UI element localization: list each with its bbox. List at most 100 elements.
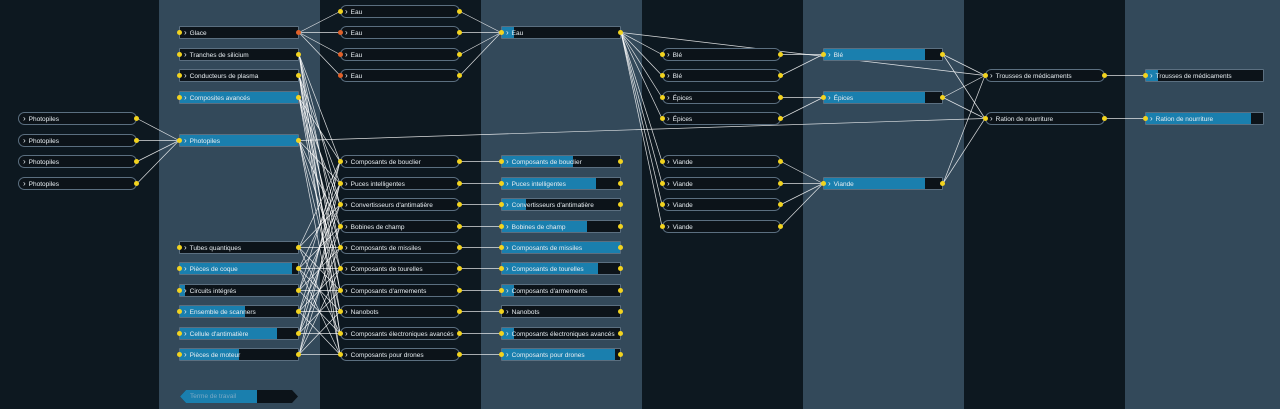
- input-connector[interactable]: [338, 202, 343, 207]
- input-connector[interactable]: [499, 202, 504, 207]
- output-connector[interactable]: [618, 202, 623, 207]
- input-connector[interactable]: [177, 245, 182, 250]
- input-connector[interactable]: [338, 30, 343, 35]
- output-connector[interactable]: [457, 352, 462, 357]
- recipe-node[interactable]: Bobines de champ: [340, 220, 460, 233]
- recipe-node[interactable]: Trousses de médicaments: [1145, 69, 1264, 82]
- input-connector[interactable]: [660, 202, 665, 207]
- input-connector[interactable]: [177, 266, 182, 271]
- recipe-node[interactable]: Trousses de médicaments: [985, 69, 1105, 82]
- recipe-node[interactable]: Bobines de champ: [501, 220, 621, 233]
- recipe-node[interactable]: Viande: [662, 155, 781, 168]
- recipe-node[interactable]: Conducteurs de plasma: [179, 69, 299, 82]
- input-connector[interactable]: [338, 288, 343, 293]
- output-connector[interactable]: [618, 224, 623, 229]
- output-connector[interactable]: [618, 352, 623, 357]
- recipe-node[interactable]: Tranches de silicium: [179, 48, 299, 61]
- input-connector[interactable]: [177, 30, 182, 35]
- recipe-node[interactable]: Viande: [662, 220, 781, 233]
- output-connector[interactable]: [457, 309, 462, 314]
- output-connector[interactable]: [457, 52, 462, 57]
- output-connector[interactable]: [1102, 116, 1107, 121]
- input-connector[interactable]: [660, 181, 665, 186]
- input-connector[interactable]: [338, 331, 343, 336]
- input-connector[interactable]: [499, 30, 504, 35]
- input-connector[interactable]: [499, 288, 504, 293]
- output-connector[interactable]: [618, 181, 623, 186]
- input-connector[interactable]: [338, 245, 343, 250]
- recipe-node[interactable]: Nanobots: [340, 305, 460, 318]
- recipe-node[interactable]: Composants pour drones: [340, 348, 460, 361]
- recipe-node[interactable]: Circuits intégrés: [179, 284, 299, 297]
- recipe-node[interactable]: Pièces de coque: [179, 262, 299, 275]
- output-connector[interactable]: [457, 245, 462, 250]
- recipe-node[interactable]: Composants de bouclier: [340, 155, 460, 168]
- input-connector[interactable]: [660, 116, 665, 121]
- input-connector[interactable]: [338, 52, 343, 57]
- output-connector[interactable]: [618, 288, 623, 293]
- input-connector[interactable]: [821, 181, 826, 186]
- input-connector[interactable]: [821, 52, 826, 57]
- recipe-node[interactable]: Ration de nourriture: [985, 112, 1105, 125]
- recipe-node[interactable]: Photopiles: [18, 112, 137, 125]
- recipe-node[interactable]: Épices: [662, 91, 781, 104]
- recipe-node[interactable]: Eau: [340, 26, 460, 39]
- output-connector[interactable]: [457, 30, 462, 35]
- output-connector[interactable]: [296, 288, 301, 293]
- output-connector[interactable]: [778, 73, 783, 78]
- input-connector[interactable]: [177, 331, 182, 336]
- input-connector[interactable]: [660, 95, 665, 100]
- output-connector[interactable]: [940, 181, 945, 186]
- input-connector[interactable]: [499, 331, 504, 336]
- input-connector[interactable]: [177, 352, 182, 357]
- output-connector[interactable]: [778, 224, 783, 229]
- recipe-node[interactable]: Blé: [823, 48, 943, 61]
- recipe-node[interactable]: Photopiles: [179, 134, 299, 147]
- output-connector[interactable]: [457, 288, 462, 293]
- output-connector[interactable]: [618, 331, 623, 336]
- output-connector[interactable]: [778, 52, 783, 57]
- recipe-node[interactable]: Viande: [662, 177, 781, 190]
- recipe-node[interactable]: Convertisseurs d'antimatière: [501, 198, 621, 211]
- recipe-node[interactable]: Photopiles: [18, 134, 137, 147]
- output-connector[interactable]: [134, 159, 139, 164]
- recipe-node[interactable]: Composants d'armements: [501, 284, 621, 297]
- output-connector[interactable]: [457, 266, 462, 271]
- recipe-node[interactable]: Convertisseurs d'antimatière: [340, 198, 460, 211]
- output-connector[interactable]: [457, 159, 462, 164]
- recipe-node[interactable]: Composants de tourelles: [501, 262, 621, 275]
- input-connector[interactable]: [338, 73, 343, 78]
- output-connector[interactable]: [940, 95, 945, 100]
- recipe-node[interactable]: Eau: [501, 26, 621, 39]
- recipe-node[interactable]: Composants de bouclier: [501, 155, 621, 168]
- recipe-node[interactable]: Composants de missiles: [501, 241, 621, 254]
- output-connector[interactable]: [618, 159, 623, 164]
- recipe-node[interactable]: Eau: [340, 69, 460, 82]
- output-connector[interactable]: [296, 73, 301, 78]
- input-connector[interactable]: [499, 352, 504, 357]
- input-connector[interactable]: [499, 309, 504, 314]
- input-connector[interactable]: [338, 9, 343, 14]
- output-connector[interactable]: [778, 181, 783, 186]
- output-connector[interactable]: [618, 30, 623, 35]
- input-connector[interactable]: [499, 181, 504, 186]
- output-connector[interactable]: [778, 95, 783, 100]
- input-connector[interactable]: [177, 95, 182, 100]
- recipe-node[interactable]: Photopiles: [18, 155, 137, 168]
- input-connector[interactable]: [338, 266, 343, 271]
- output-connector[interactable]: [296, 266, 301, 271]
- recipe-node[interactable]: Ensemble de scanners: [179, 305, 299, 318]
- recipe-node[interactable]: Composants d'armements: [340, 284, 460, 297]
- input-connector[interactable]: [338, 309, 343, 314]
- output-connector[interactable]: [457, 224, 462, 229]
- input-connector[interactable]: [177, 138, 182, 143]
- input-connector[interactable]: [660, 52, 665, 57]
- recipe-node[interactable]: Composants électroniques avancés: [501, 327, 621, 340]
- output-connector[interactable]: [778, 116, 783, 121]
- recipe-node[interactable]: Photopiles: [18, 177, 137, 190]
- recipe-node[interactable]: Composants de tourelles: [340, 262, 460, 275]
- output-connector[interactable]: [778, 202, 783, 207]
- input-connector[interactable]: [821, 95, 826, 100]
- recipe-node[interactable]: Puces intelligentes: [501, 177, 621, 190]
- output-connector[interactable]: [457, 73, 462, 78]
